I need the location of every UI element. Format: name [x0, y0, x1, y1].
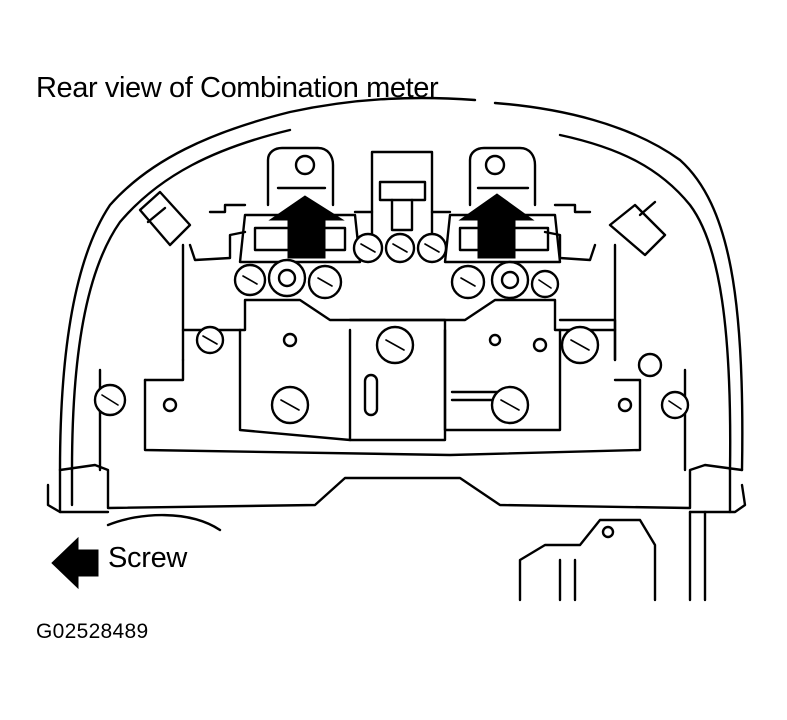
lower-bezel: [46, 463, 747, 514]
body-screws: [93, 325, 690, 425]
figure-code: G02528489: [36, 620, 149, 643]
screw-arrow-right: [458, 193, 535, 259]
lower-details: [106, 510, 707, 602]
meter-housing: [58, 96, 744, 472]
main-body: [98, 243, 687, 472]
connector-center: [370, 150, 434, 237]
screw-row-top: [233, 232, 560, 300]
screw-arrow-left: [268, 195, 345, 259]
screw-callout-label: Screw: [108, 542, 188, 574]
mounting-tabs: [138, 190, 667, 257]
upper-frame: [188, 203, 597, 262]
legend-arrow: [51, 536, 99, 590]
diagram-title: Rear view of Combination meter: [36, 72, 439, 104]
